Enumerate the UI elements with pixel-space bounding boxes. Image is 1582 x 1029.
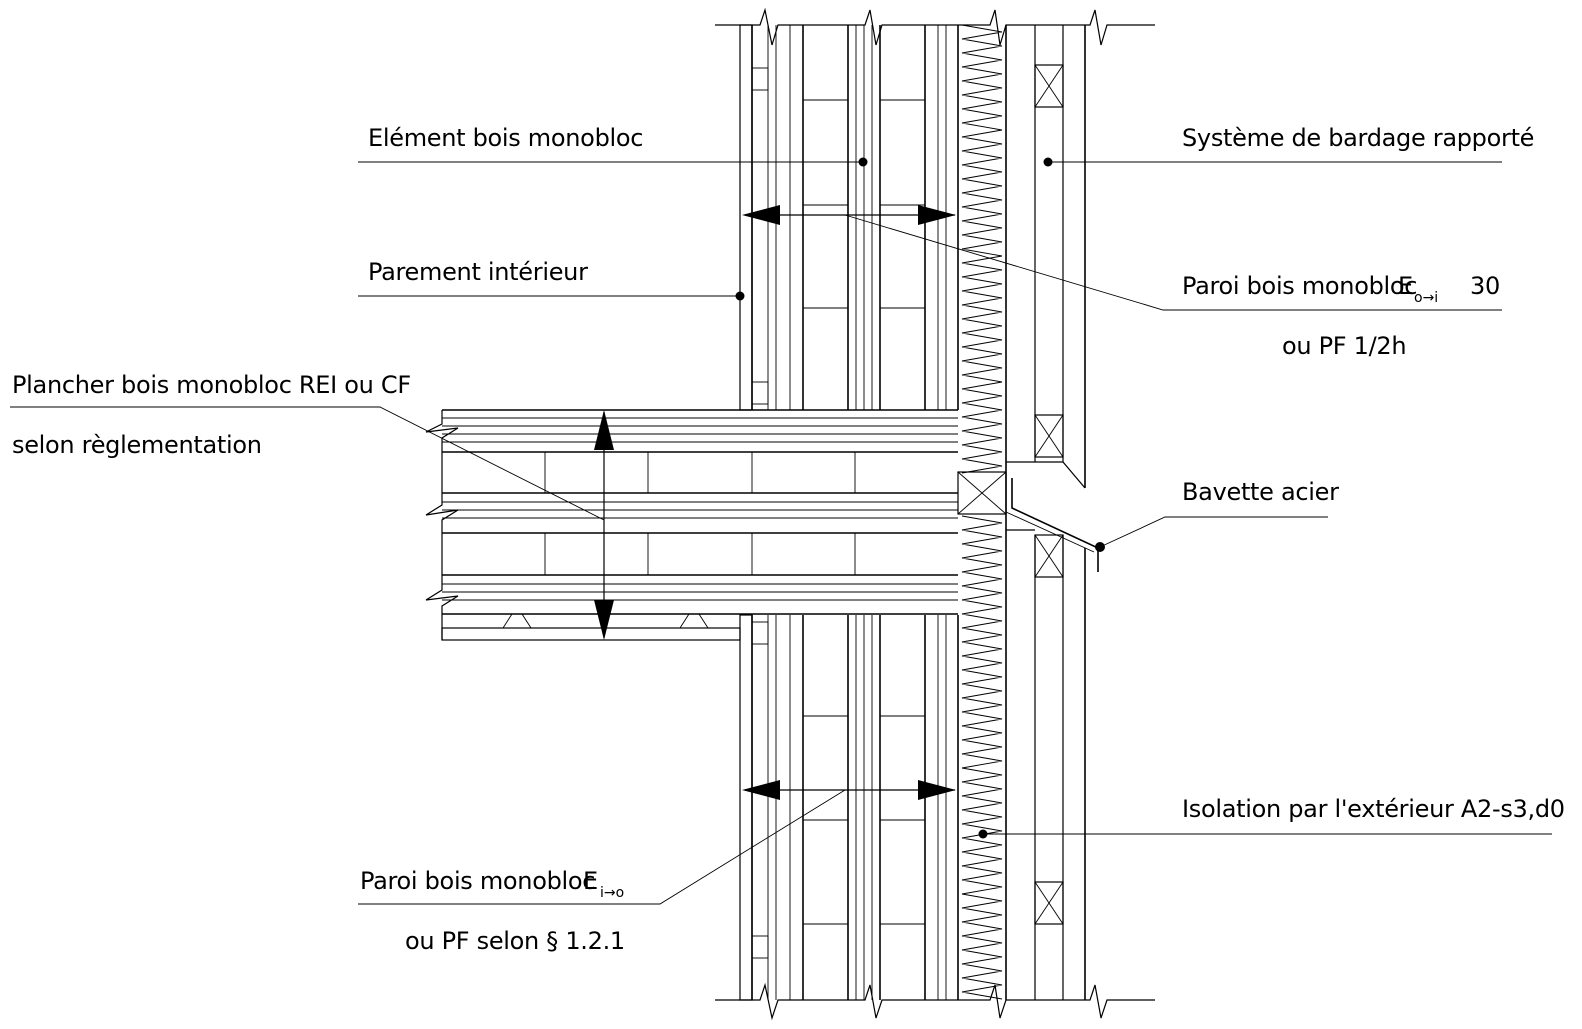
label-paroi-o-i-sub: o→i [1414,290,1438,306]
label-element-bois: Elément bois monobloc [368,124,643,152]
leader-lines [10,157,1552,905]
label-paroi-i-o-sub: i→o [600,885,624,901]
label-plancher-line2: selon règlementation [12,431,262,459]
steel-flashing [1005,478,1099,572]
label-paroi-i-o-E: E [583,867,598,895]
label-paroi-i-o-line2: ou PF selon § 1.2.1 [405,927,625,955]
dimension-arrows [594,205,956,800]
label-paroi-o-i-line2: ou PF 1/2h [1282,332,1406,360]
label-bardage: Système de bardage rapporté [1182,124,1534,152]
cladding-system [1006,25,1086,1000]
label-parement: Parement intérieur [368,258,588,286]
wall-lower [715,614,1155,1021]
label-plancher-line1: Plancher bois monobloc REI ou CF [12,371,411,399]
label-isolation: Isolation par l'extérieur A2-s3,d0 [1182,795,1565,823]
label-paroi-i-o-prefix: Paroi bois monobloc [360,867,595,895]
label-paroi-o-i-prefix: Paroi bois monobloc [1182,272,1417,300]
exterior-insulation [957,24,1007,1000]
label-paroi-o-i-E: E [1398,272,1413,300]
label-bavette: Bavette acier [1182,478,1339,506]
floor-slab [425,409,958,641]
label-paroi-o-i-value: 30 [1470,272,1500,300]
